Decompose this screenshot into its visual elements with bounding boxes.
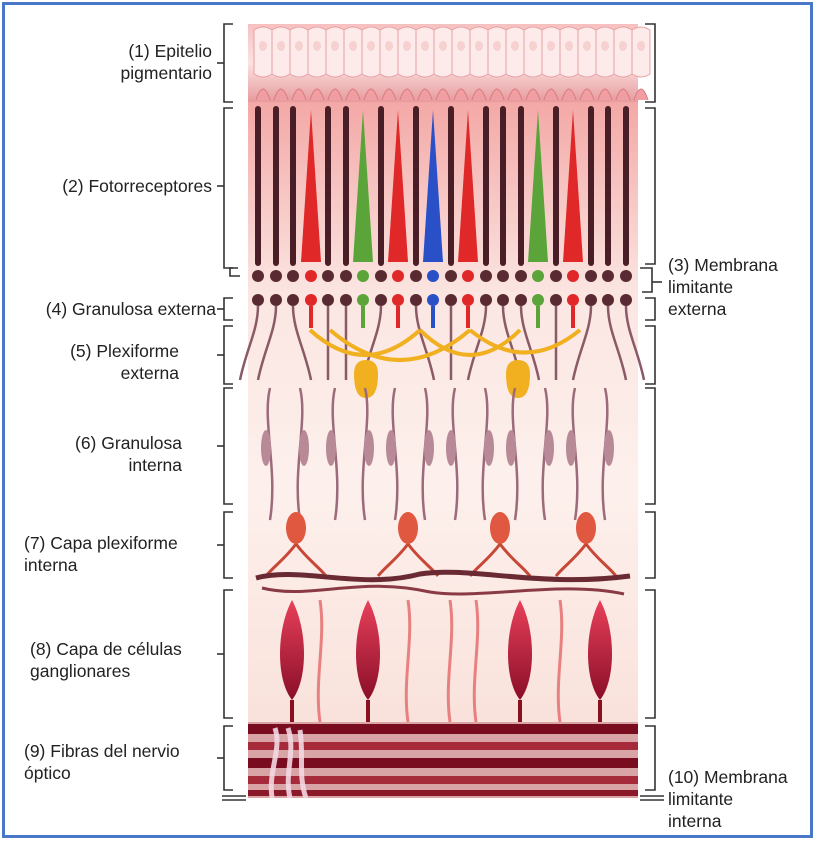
rod-outer-segment <box>290 106 296 266</box>
rod-nucleus <box>322 270 334 282</box>
rod-outer-segment <box>378 106 384 266</box>
pigment-cell <box>542 27 560 77</box>
label-granulosa-interna: (6) Granulosa interna <box>75 432 182 476</box>
rod-outer-segment <box>483 106 489 266</box>
left-layer-brackets <box>217 24 246 800</box>
pigment-cell <box>326 27 344 77</box>
pigment-cell <box>416 27 434 77</box>
rod-outer-segment <box>605 106 611 266</box>
rod-nucleus <box>497 270 509 282</box>
rod-nucleus <box>410 270 422 282</box>
rod-outer-segment <box>343 106 349 266</box>
rod-nucleus <box>480 270 492 282</box>
rod-outer-segment <box>588 106 594 266</box>
pigment-cell <box>452 27 470 77</box>
horizontal-cell-body <box>506 360 530 398</box>
rod-nucleus <box>602 270 614 282</box>
cone-nucleus <box>462 270 474 282</box>
bipolar-cell-body <box>386 430 396 466</box>
cone-nucleus <box>427 270 439 282</box>
pigment-cell <box>470 27 488 77</box>
cone-nucleus <box>532 270 544 282</box>
bipolar-cell-body <box>299 430 309 466</box>
rod-outer-segment <box>325 106 331 266</box>
pigment-cell <box>362 27 380 77</box>
label-plexiforme-externa: (5) Plexiforme externa <box>70 340 179 384</box>
rod-nucleus <box>445 270 457 282</box>
pigment-cell <box>578 27 596 77</box>
label-capa-celulas-ganglionares: (8) Capa de células ganglionares <box>30 638 182 682</box>
pigment-cell <box>632 27 650 77</box>
bipolar-cell-body <box>446 430 456 466</box>
bipolar-cell-body <box>604 430 614 466</box>
cone-nucleus <box>392 270 404 282</box>
rod-nucleus <box>340 270 352 282</box>
rod-outer-segment <box>413 106 419 266</box>
pigment-cell <box>344 27 362 77</box>
rod-nucleus <box>375 270 387 282</box>
pigment-cell <box>524 27 542 77</box>
bipolar-cell-body <box>326 430 336 466</box>
rod-nucleus <box>550 270 562 282</box>
bipolar-cell-body <box>424 430 434 466</box>
cone-nucleus <box>357 270 369 282</box>
right-layer-brackets <box>640 24 664 800</box>
optic-nerve-fiber-layer <box>248 722 638 798</box>
pigment-cell <box>488 27 506 77</box>
label-capa-plexiforme-interna: (7) Capa plexiforme interna <box>24 532 178 576</box>
rod-nucleus <box>515 270 527 282</box>
cone-nucleus <box>305 270 317 282</box>
amacrine-cell-body <box>286 512 306 544</box>
label-fotorreceptores: (2) Fotorreceptores <box>62 175 212 197</box>
pigment-cell <box>380 27 398 77</box>
pigment-cell <box>506 27 524 77</box>
amacrine-cell-body <box>576 512 596 544</box>
rod-outer-segment <box>500 106 506 266</box>
cone-nucleus <box>567 270 579 282</box>
bipolar-cell-body <box>364 430 374 466</box>
label-membrana-limitante-externa: (3) Membrana limitante externa <box>668 254 778 320</box>
rod-nucleus <box>585 270 597 282</box>
rod-outer-segment <box>553 106 559 266</box>
pigment-cell <box>272 27 290 77</box>
pigment-cell <box>290 27 308 77</box>
pigment-cell <box>308 27 326 77</box>
pigment-epithelium-layer <box>248 24 650 102</box>
pigment-cell <box>560 27 578 77</box>
amacrine-cell-body <box>490 512 510 544</box>
bipolar-cell-body <box>506 430 516 466</box>
bipolar-cell-body <box>566 430 576 466</box>
bipolar-cell-body <box>544 430 554 466</box>
rod-nucleus <box>270 270 282 282</box>
label-granulosa-externa: (4) Granulosa externa <box>46 298 216 320</box>
pigment-cell <box>596 27 614 77</box>
rod-outer-segment <box>623 106 629 266</box>
label-fibras-nervio-optico: (9) Fibras del nervio óptico <box>24 740 180 784</box>
pigment-cell <box>434 27 452 77</box>
rod-outer-segment <box>448 106 454 266</box>
rod-outer-segment <box>518 106 524 266</box>
bipolar-cell-body <box>261 430 271 466</box>
retina-column <box>248 24 638 798</box>
label-epitelio-pigmentario: (1) Epitelio pigmentario <box>121 40 212 84</box>
rod-outer-segment <box>255 106 261 266</box>
rod-outer-segment <box>273 106 279 266</box>
bipolar-cell-body <box>484 430 494 466</box>
rod-nucleus <box>620 270 632 282</box>
rod-nucleus <box>252 270 264 282</box>
label-membrana-limitante-interna: (10) Membrana limitante interna <box>668 766 788 832</box>
pigment-cell <box>254 27 272 77</box>
amacrine-cell-body <box>398 512 418 544</box>
rod-nucleus <box>287 270 299 282</box>
pigment-cell <box>398 27 416 77</box>
pigment-cell <box>614 27 632 77</box>
